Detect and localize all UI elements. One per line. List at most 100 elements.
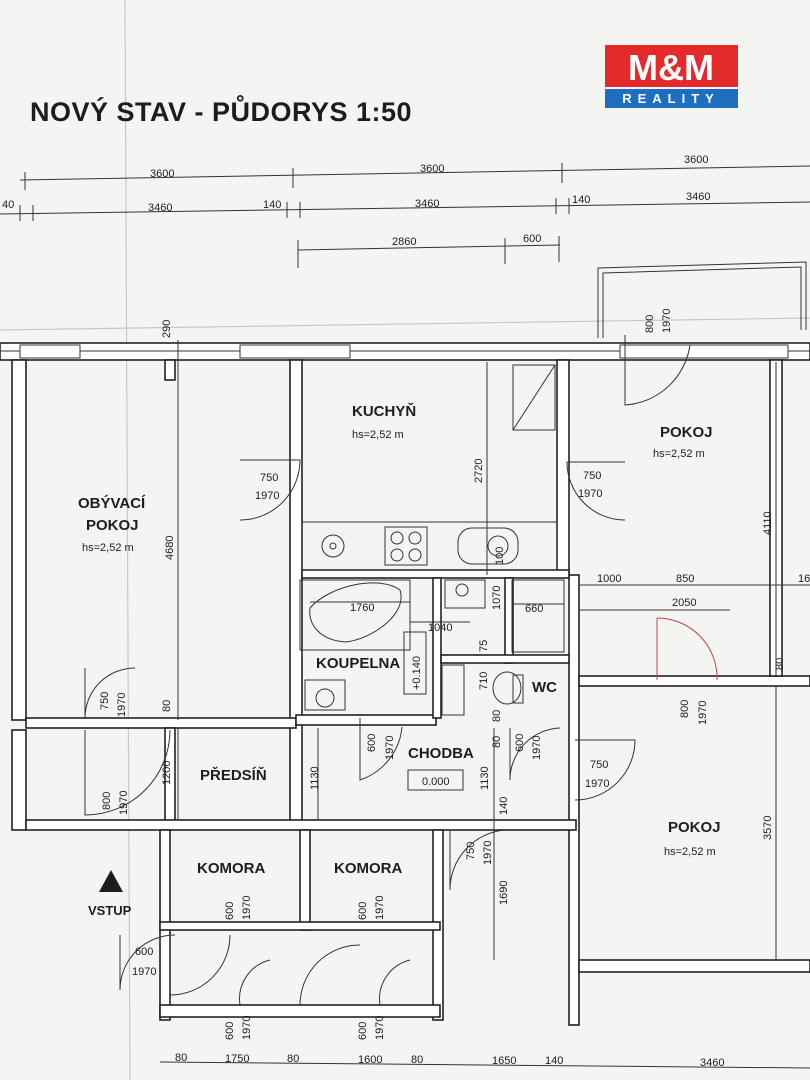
svg-text:600: 600 xyxy=(357,1022,369,1040)
svg-text:3600: 3600 xyxy=(684,154,708,166)
svg-text:80: 80 xyxy=(491,736,503,748)
svg-text:2720: 2720 xyxy=(473,459,485,483)
svg-text:1690: 1690 xyxy=(498,881,510,905)
svg-text:1970: 1970 xyxy=(132,966,156,978)
svg-text:290: 290 xyxy=(161,320,173,338)
top-dimension-chains: 3600 3600 3600 40 3460 140 3460 140 3460… xyxy=(0,154,810,268)
svg-text:4680: 4680 xyxy=(164,536,176,560)
svg-text:80: 80 xyxy=(175,1052,187,1064)
svg-text:1040: 1040 xyxy=(428,622,452,634)
svg-text:2050: 2050 xyxy=(672,597,696,609)
svg-text:REALITY: REALITY xyxy=(622,91,720,106)
svg-text:3570: 3570 xyxy=(762,816,774,840)
svg-text:800: 800 xyxy=(679,700,691,718)
svg-text:1970: 1970 xyxy=(241,896,253,920)
svg-text:1970: 1970 xyxy=(116,693,128,717)
svg-text:hs=2,52 m: hs=2,52 m xyxy=(352,429,404,441)
svg-text:1970: 1970 xyxy=(697,701,709,725)
svg-text:1970: 1970 xyxy=(255,490,279,502)
svg-text:3460: 3460 xyxy=(148,202,172,214)
mm-reality-logo: M&M REALITY xyxy=(605,45,738,108)
svg-text:140: 140 xyxy=(498,797,510,815)
room-label-predsin: PŘEDSÍŇ xyxy=(200,766,267,784)
svg-text:1130: 1130 xyxy=(479,766,491,790)
svg-text:600: 600 xyxy=(224,902,236,920)
svg-text:POKOJ: POKOJ xyxy=(86,517,139,534)
svg-text:75: 75 xyxy=(478,640,490,652)
svg-text:1970: 1970 xyxy=(241,1016,253,1040)
svg-text:hs=2,52 m: hs=2,52 m xyxy=(653,448,705,460)
svg-text:1970: 1970 xyxy=(661,309,673,333)
interior-walls xyxy=(25,359,810,1026)
svg-text:750: 750 xyxy=(590,759,608,771)
svg-text:800: 800 xyxy=(101,792,113,810)
svg-text:1970: 1970 xyxy=(384,736,396,760)
svg-text:16: 16 xyxy=(798,573,810,585)
bottom-dimension-chain: 80 1750 80 1600 80 1650 140 3460 xyxy=(159,1052,810,1069)
svg-text:750: 750 xyxy=(583,470,601,482)
plan-title: NOVÝ STAV - PŮDORYS 1:50 xyxy=(30,94,412,127)
svg-text:1200: 1200 xyxy=(161,761,173,785)
exterior-walls xyxy=(0,342,810,831)
svg-text:750: 750 xyxy=(99,692,111,710)
svg-text:40: 40 xyxy=(2,199,14,211)
entrance-label: VSTUP xyxy=(88,903,132,918)
svg-text:800: 800 xyxy=(644,315,656,333)
svg-text:750: 750 xyxy=(465,842,477,860)
svg-text:3600: 3600 xyxy=(150,168,174,180)
svg-text:600: 600 xyxy=(357,902,369,920)
svg-text:hs=2,52 m: hs=2,52 m xyxy=(664,846,716,858)
svg-text:3600: 3600 xyxy=(420,163,444,175)
svg-text:80: 80 xyxy=(491,710,503,722)
svg-text:1970: 1970 xyxy=(482,841,494,865)
svg-text:1750: 1750 xyxy=(225,1053,249,1065)
balcony xyxy=(597,261,807,338)
svg-text:3460: 3460 xyxy=(700,1057,724,1069)
kitchen-counter xyxy=(301,521,558,571)
svg-text:1970: 1970 xyxy=(578,488,602,500)
svg-text:600: 600 xyxy=(224,1022,236,1040)
svg-text:100: 100 xyxy=(494,547,506,565)
svg-text:710: 710 xyxy=(478,672,490,690)
svg-text:1970: 1970 xyxy=(374,896,386,920)
svg-text:1650: 1650 xyxy=(492,1055,516,1067)
svg-text:1760: 1760 xyxy=(350,602,374,614)
room-label-obyvaci-pokoj: OBÝVACÍ xyxy=(78,494,146,512)
svg-text:M&M: M&M xyxy=(628,47,714,88)
vertical-dimensions xyxy=(177,340,777,960)
svg-text:0.000: 0.000 xyxy=(422,776,450,788)
doors xyxy=(84,335,718,1006)
svg-text:600: 600 xyxy=(514,734,526,752)
svg-text:1000: 1000 xyxy=(597,573,621,585)
svg-text:3460: 3460 xyxy=(686,191,710,203)
svg-text:140: 140 xyxy=(572,194,590,206)
svg-text:600: 600 xyxy=(366,734,378,752)
bathroom-fixtures xyxy=(299,364,565,716)
room-label-wc: WC xyxy=(532,679,557,696)
svg-text:600: 600 xyxy=(523,233,541,245)
room-label-pokoj-2: POKOJ xyxy=(668,819,721,836)
svg-text:1970: 1970 xyxy=(585,778,609,790)
svg-text:hs=2,52 m: hs=2,52 m xyxy=(82,542,134,554)
room-label-komora-1: KOMORA xyxy=(197,860,265,877)
room-label-koupelna: KOUPELNA xyxy=(316,655,400,672)
svg-text:80: 80 xyxy=(774,658,786,670)
room-label-komora-2: KOMORA xyxy=(334,860,402,877)
svg-text:140: 140 xyxy=(545,1055,563,1067)
entrance-arrow-icon xyxy=(99,870,123,892)
svg-text:750: 750 xyxy=(260,472,278,484)
room-label-chodba: CHODBA xyxy=(408,745,474,762)
svg-text:3460: 3460 xyxy=(415,198,439,210)
svg-text:600: 600 xyxy=(135,946,153,958)
svg-text:850: 850 xyxy=(676,573,694,585)
svg-text:80: 80 xyxy=(287,1053,299,1065)
svg-text:2860: 2860 xyxy=(392,236,416,248)
svg-text:+0.140: +0.140 xyxy=(411,656,423,690)
svg-text:1970: 1970 xyxy=(118,791,130,815)
svg-text:1130: 1130 xyxy=(309,766,321,790)
svg-text:80: 80 xyxy=(161,700,173,712)
door-labels: 750 1970 750 1970 800 1970 750 1970 800 … xyxy=(99,309,709,1040)
svg-text:1970: 1970 xyxy=(374,1016,386,1040)
